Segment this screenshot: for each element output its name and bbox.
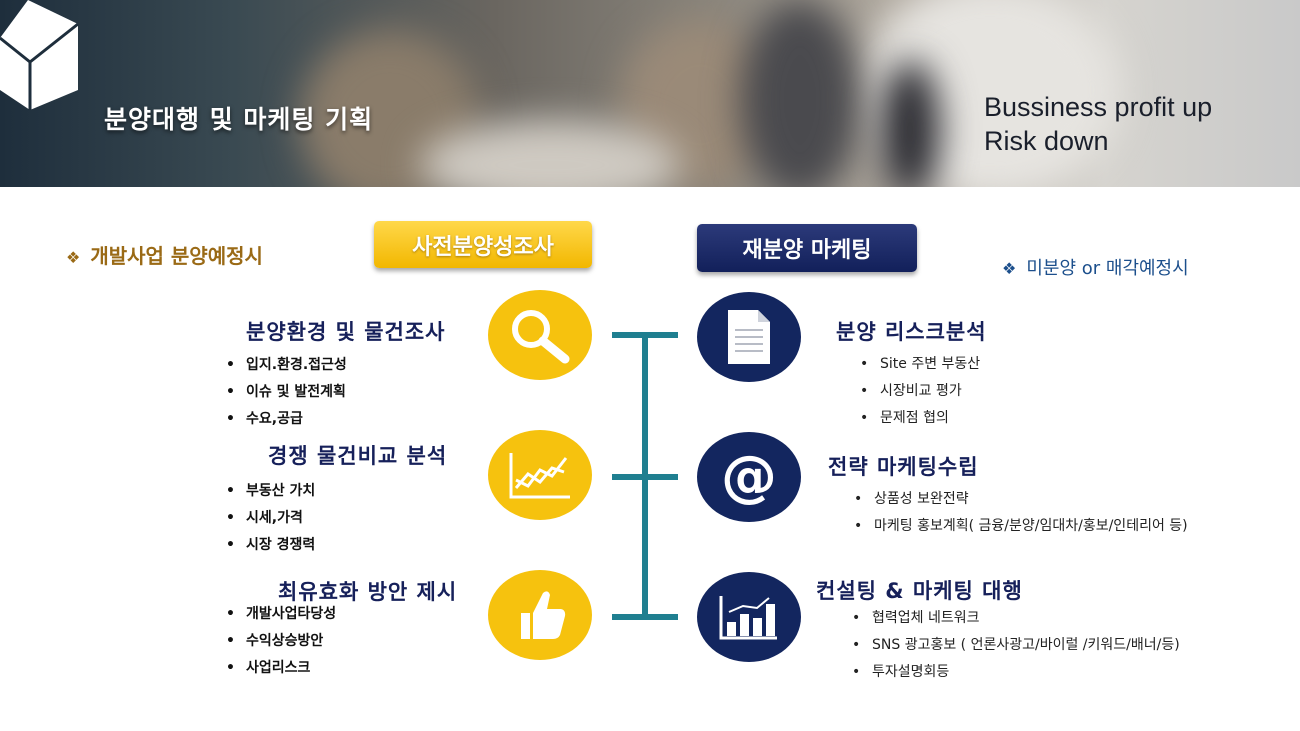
list-item: 마케팅 홍보계획( 금융/분양/임대차/홍보/인테리어 등) [854,513,1188,540]
magnifier-circle [488,290,592,380]
header-banner: 분양대행 및 마케팅 기획 Bussiness profit up Risk d… [0,0,1300,187]
left-note-text: 개발사업 분양예정시 [90,244,263,268]
list-item: 부동산 가치 [226,478,315,505]
diamond-bullet-icon: ❖ [66,248,81,267]
left-section-3-list: 개발사업타당성 수익상승방안 사업리스크 [226,601,336,682]
at-sign-circle: @ [697,432,801,522]
list-item: 입지.환경.접근성 [226,352,347,379]
list-item: 시세,가격 [226,505,315,532]
slogan-line-1: Bussiness profit up [984,92,1213,122]
list-item: 시장 경쟁력 [226,532,315,559]
connector-lines [612,332,678,620]
document-circle [697,292,801,382]
list-item: 이슈 및 발전계획 [226,379,347,406]
thumbs-up-circle [488,570,592,660]
list-item: 수요,공급 [226,406,347,433]
list-item: 수익상승방안 [226,628,336,655]
diamond-bullet-icon: ❖ [1002,259,1017,278]
cube-logo-icon [0,0,79,110]
bar-chart-circle [697,572,801,662]
list-item: 상품성 보완전략 [854,486,1188,513]
right-section-3-title: 컨설팅 & 마케팅 대행 [816,579,1023,603]
line-chart-circle [488,430,592,520]
list-item: 투자설명회등 [852,659,1180,686]
document-icon [728,310,770,364]
right-section-2-title: 전략 마케팅수립 [828,455,979,479]
list-item: 사업리스크 [226,655,336,682]
slogan-line-2: Risk down [984,126,1109,156]
at-sign-icon: @ [721,444,777,509]
line-chart-icon [509,453,570,499]
list-item: Site 주변 부동산 [860,351,980,378]
slogan: Bussiness profit up Risk down [984,90,1212,158]
right-condition-note: ❖ 미분양 or 매각예정시 [1002,254,1189,280]
list-item: 시장비교 평가 [860,378,980,405]
left-section-1-title: 분양환경 및 물건조사 [246,320,446,344]
pre-sale-survey-button: 사전분양성조사 [374,221,592,268]
list-item: 협력업체 네트워크 [852,605,1180,632]
right-section-3-list: 협력업체 네트워크 SNS 광고홍보 ( 언론사광고/바이럴 /키워드/배너/등… [852,605,1180,686]
remarketing-button: 재분양 마케팅 [697,224,917,272]
left-section-2-title: 경쟁 물건비교 분석 [268,444,448,468]
right-section-1-title: 분양 리스크분석 [836,320,987,344]
banner-title: 분양대행 및 마케팅 기획 [104,105,374,134]
right-section-1-list: Site 주변 부동산 시장비교 평가 문제점 협의 [860,351,980,432]
left-section-1-list: 입지.환경.접근성 이슈 및 발전계획 수요,공급 [226,352,347,433]
left-condition-note: ❖ 개발사업 분양예정시 [66,240,263,269]
bar-chart-icon [719,596,777,640]
left-section-3-title: 최유효화 방안 제시 [278,580,458,604]
list-item: 문제점 협의 [860,405,980,432]
left-section-2-list: 부동산 가치 시세,가격 시장 경쟁력 [226,478,315,559]
right-section-2-list: 상품성 보완전략 마케팅 홍보계획( 금융/분양/임대차/홍보/인테리어 등) [854,486,1188,540]
thumbs-up-icon [521,591,566,639]
list-item: 개발사업타당성 [226,601,336,628]
magnifier-icon [512,310,570,364]
right-note-text: 미분양 or 매각예정시 [1026,258,1189,279]
list-item: SNS 광고홍보 ( 언론사광고/바이럴 /키워드/배너/등) [852,632,1180,659]
